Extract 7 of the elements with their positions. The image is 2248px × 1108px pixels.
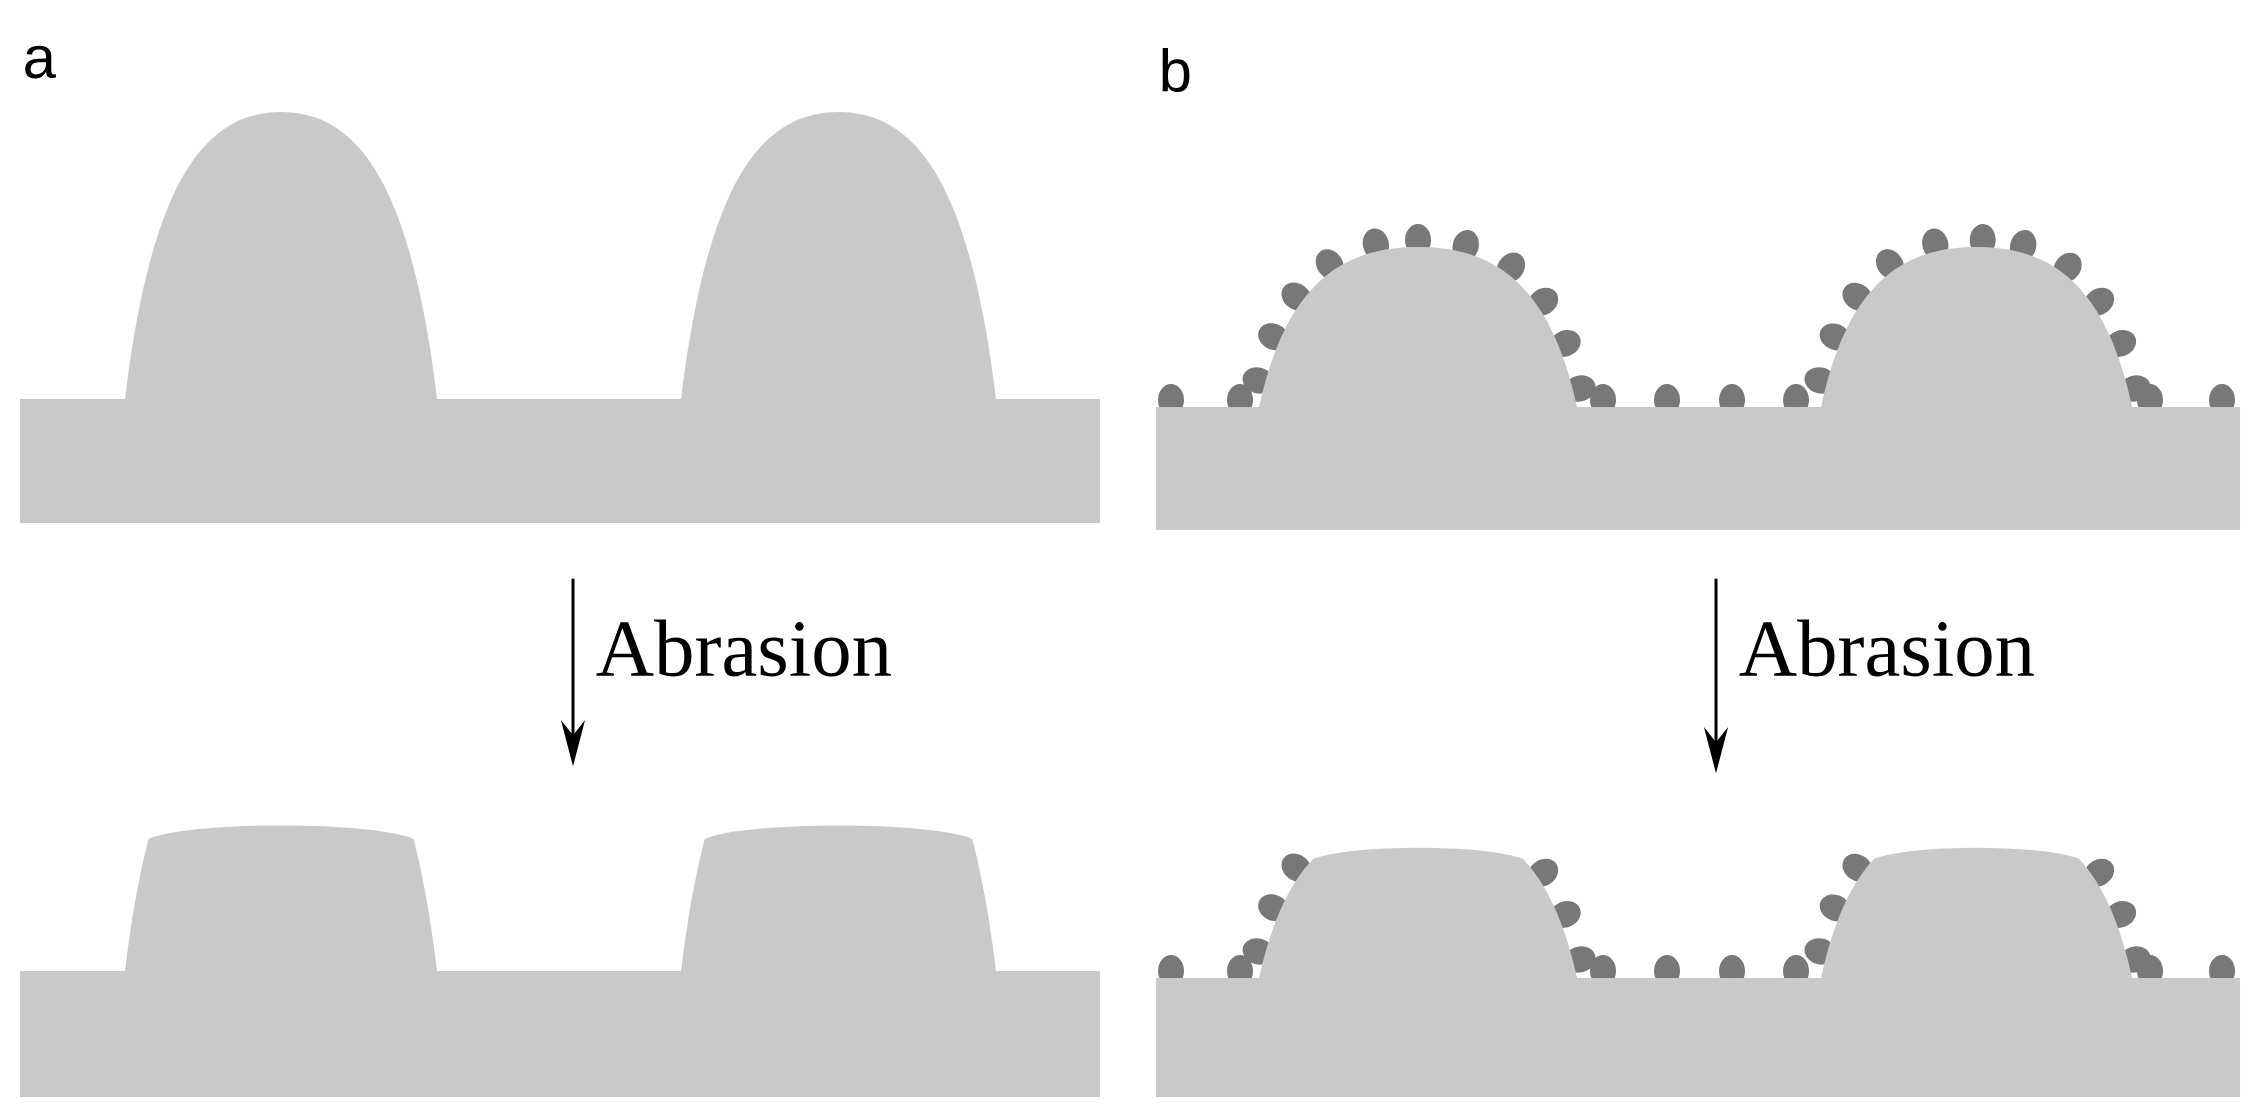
surface-drawing [1156,847,2240,1097]
edge-label: Abrasion [596,619,891,677]
surface-drawing [20,825,1100,1097]
surface-drawing [1156,224,2240,530]
surface-drawing [20,112,1100,523]
panel-label: b [1162,48,1190,92]
edge-label: Abrasion [1739,619,2034,677]
